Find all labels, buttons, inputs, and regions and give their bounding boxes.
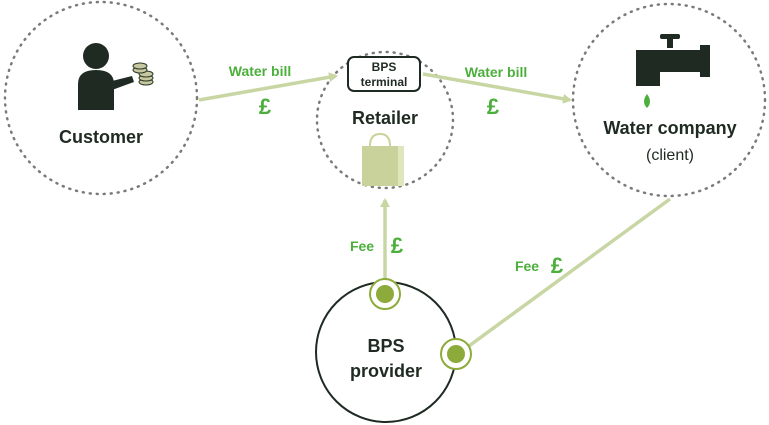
water-company-subtitle: (client) bbox=[646, 147, 694, 164]
shopping-bag-icon bbox=[362, 132, 404, 186]
water-company-title: Water company bbox=[603, 118, 736, 138]
flow-label-provider-retailer: Fee bbox=[350, 238, 374, 254]
line-water-to-provider bbox=[456, 197, 672, 356]
arrow-customer-to-retailer bbox=[198, 72, 338, 102]
bps-terminal-line1: BPS bbox=[372, 60, 397, 74]
provider-right-connector bbox=[440, 338, 472, 370]
person-with-coins-icon bbox=[78, 43, 154, 110]
pound-retailer-water: £ bbox=[487, 94, 500, 119]
water-tap-icon bbox=[636, 34, 710, 108]
bps-terminal-box bbox=[347, 56, 421, 92]
pound-customer-retailer: £ bbox=[259, 94, 272, 119]
retailer-title: Retailer bbox=[352, 108, 418, 128]
arrow-retailer-to-water bbox=[422, 72, 572, 104]
water-company-node bbox=[571, 2, 767, 198]
bps-provider-title-line1: BPS bbox=[367, 336, 404, 356]
flow-label-retailer-water: Water bill bbox=[465, 64, 528, 80]
provider-top-connector bbox=[369, 278, 401, 310]
retailer-node bbox=[315, 50, 455, 190]
pound-water-provider: £ bbox=[551, 253, 564, 278]
customer-title: Customer bbox=[59, 127, 143, 147]
customer-node bbox=[3, 0, 199, 196]
flow-label-water-provider: Fee bbox=[515, 258, 539, 274]
flow-label-customer-retailer: Water bill bbox=[229, 63, 292, 79]
pound-provider-retailer: £ bbox=[391, 233, 404, 258]
bps-provider-title-line2: provider bbox=[350, 361, 422, 381]
bps-terminal-line2: terminal bbox=[361, 75, 408, 89]
